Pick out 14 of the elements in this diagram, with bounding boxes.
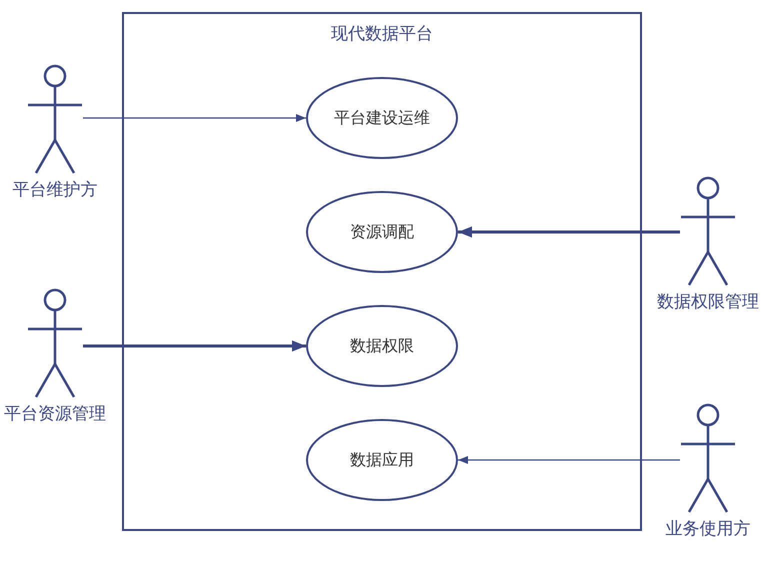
system-boundary	[122, 12, 642, 531]
arrow	[83, 114, 306, 122]
use-case-ellipse: 平台建设运维	[306, 77, 458, 159]
use-case-ellipse: 数据权限	[306, 305, 458, 387]
arrow	[83, 340, 306, 352]
use-case-ellipse: 数据应用	[306, 419, 458, 501]
system-title: 现代数据平台	[331, 23, 433, 45]
use-case-ellipse: 资源调配	[306, 191, 458, 273]
actor-label: 平台维护方	[12, 179, 98, 201]
arrow	[458, 456, 680, 464]
actor-label: 业务使用方	[666, 518, 750, 540]
actor-label: 平台资源管理	[4, 403, 106, 425]
arrow	[458, 226, 680, 238]
actor-label: 数据权限管理	[657, 291, 759, 313]
